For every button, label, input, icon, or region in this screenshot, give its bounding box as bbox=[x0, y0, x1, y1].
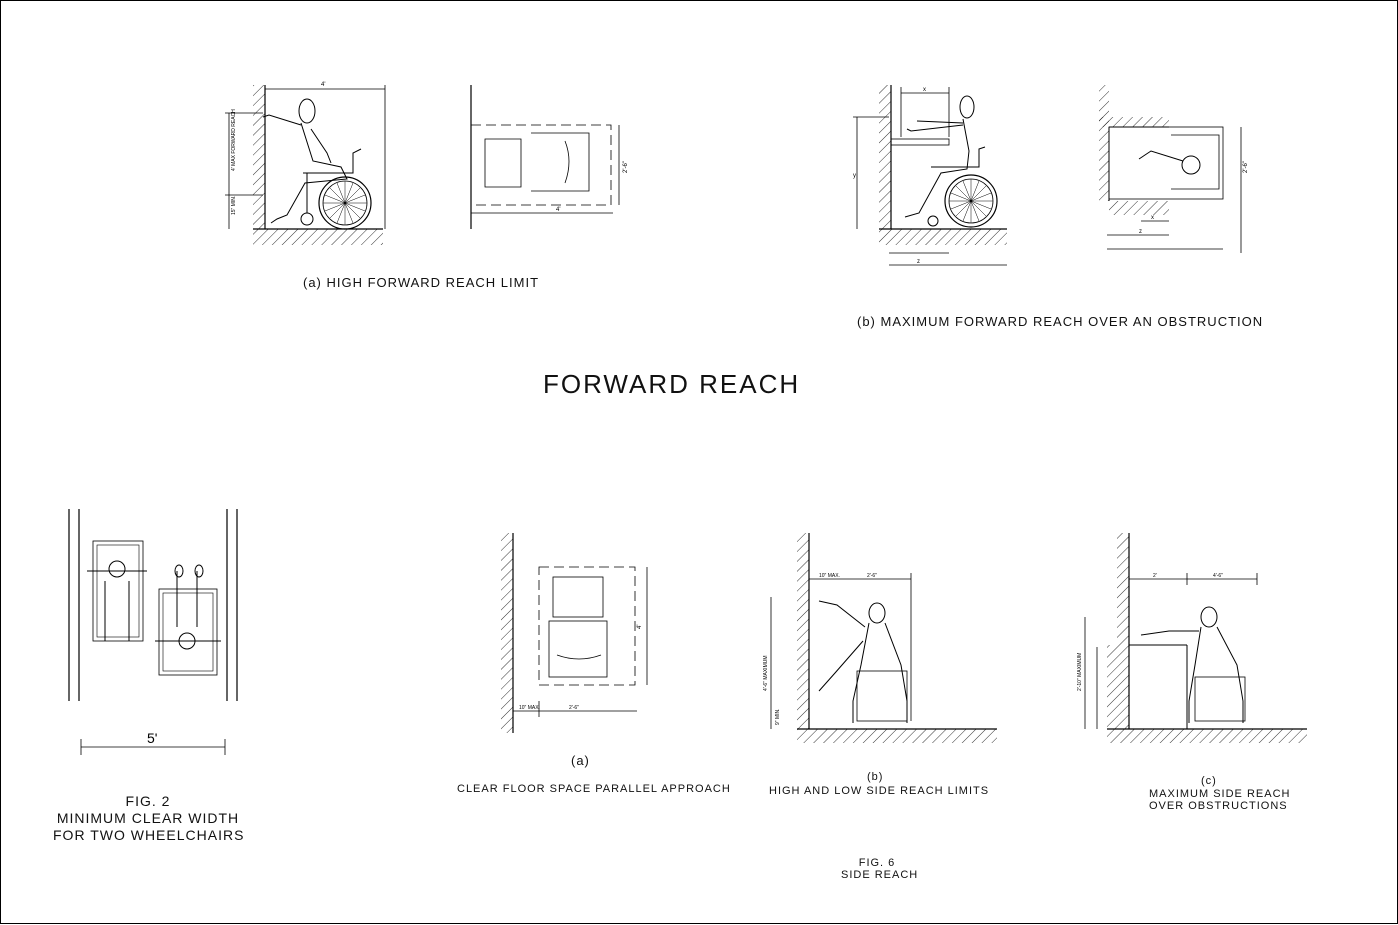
caption-sr-c-mark: (c) bbox=[1201, 775, 1217, 787]
caption-sr-c-line2: OVER OBSTRUCTIONS bbox=[1149, 800, 1288, 812]
sr-b-dim-9: 9" MIN. bbox=[775, 709, 781, 726]
caption-sr-c-line1: MAXIMUM SIDE REACH bbox=[1149, 788, 1291, 800]
fr-b-dim-x: x bbox=[923, 87, 926, 93]
fr-a-plan bbox=[470, 85, 620, 229]
sr-b-dim-10: 10" MAX. bbox=[819, 573, 840, 579]
fr-a-plan-dim-4ft: 4' bbox=[556, 207, 560, 213]
fr-a-dim-vertical: 4' MAX FORWARD REACH bbox=[231, 109, 237, 171]
fr-b-elevation bbox=[853, 85, 1007, 266]
sr-c-dim-2ft: 2' bbox=[1153, 573, 1157, 579]
fr-a-dim-4ft: 4' bbox=[321, 82, 325, 88]
sr-b-dim-2-6: 2'-6" bbox=[867, 573, 877, 579]
caption-fig6: FIG. 6 SIDE REACH bbox=[841, 857, 919, 881]
caption-fig2-line2: MINIMUM CLEAR WIDTH bbox=[56, 810, 240, 826]
page-title: FORWARD REACH bbox=[543, 369, 801, 399]
sr-c-elevation bbox=[1084, 533, 1307, 743]
caption-sr-a-mark: (a) bbox=[571, 753, 590, 768]
caption-sr-c: MAXIMUM SIDE REACH OVER OBSTRUCTIONS bbox=[1149, 788, 1291, 812]
sr-b-elevation bbox=[770, 533, 997, 743]
sr-a-plan bbox=[501, 533, 648, 733]
fr-b-plan bbox=[1099, 85, 1242, 253]
fr-a-dim-15: 15" MIN. bbox=[231, 196, 237, 215]
fig2-plan bbox=[68, 509, 238, 755]
caption-fig2-line3: FOR TWO WHEELCHAIRS bbox=[53, 827, 245, 843]
caption-sr-b: HIGH AND LOW SIDE REACH LIMITS bbox=[769, 785, 990, 797]
sr-a-dim-10: 10" MAX. bbox=[519, 705, 540, 711]
caption-sr-a: CLEAR FLOOR SPACE PARALLEL APPROACH bbox=[457, 783, 731, 795]
caption-fr-a: (a) HIGH FORWARD REACH LIMIT bbox=[303, 275, 540, 290]
sr-c-dim-46: 4'-6" bbox=[1213, 573, 1223, 579]
caption-fig2-line1: FIG. 2 bbox=[125, 793, 171, 809]
sr-a-dim-2-6: 2'-6" bbox=[569, 705, 579, 711]
fig2-dim-5ft: 5' bbox=[147, 730, 157, 746]
fr-a-plan-dim-2-6: 2'-6" bbox=[623, 161, 629, 173]
fr-b-plan-dim-x: x bbox=[1151, 215, 1154, 221]
fr-a-elevation bbox=[225, 85, 386, 245]
fr-b-dim-y: y bbox=[853, 173, 856, 179]
caption-fig6-line1: FIG. 6 bbox=[858, 857, 896, 869]
caption-fig2: FIG. 2 MINIMUM CLEAR WIDTH FOR TWO WHEEL… bbox=[53, 793, 243, 844]
fr-b-plan-dim-2-6: 2'-6" bbox=[1243, 161, 1249, 173]
fr-b-dim-z: z bbox=[917, 259, 920, 265]
caption-fig6-line2: SIDE REACH bbox=[841, 869, 919, 881]
sr-a-dim-4ft: 4' bbox=[637, 625, 643, 629]
caption-sr-b-mark: (b) bbox=[867, 771, 884, 783]
sr-c-dim-34: 2'-10" MAXIMUM bbox=[1077, 653, 1083, 691]
sr-b-dim-54: 4'-6" MAXIMUM bbox=[763, 655, 769, 691]
caption-fr-b: (b) MAXIMUM FORWARD REACH OVER AN OBSTRU… bbox=[857, 314, 1264, 329]
fr-b-plan-dim-z: z bbox=[1139, 229, 1142, 235]
